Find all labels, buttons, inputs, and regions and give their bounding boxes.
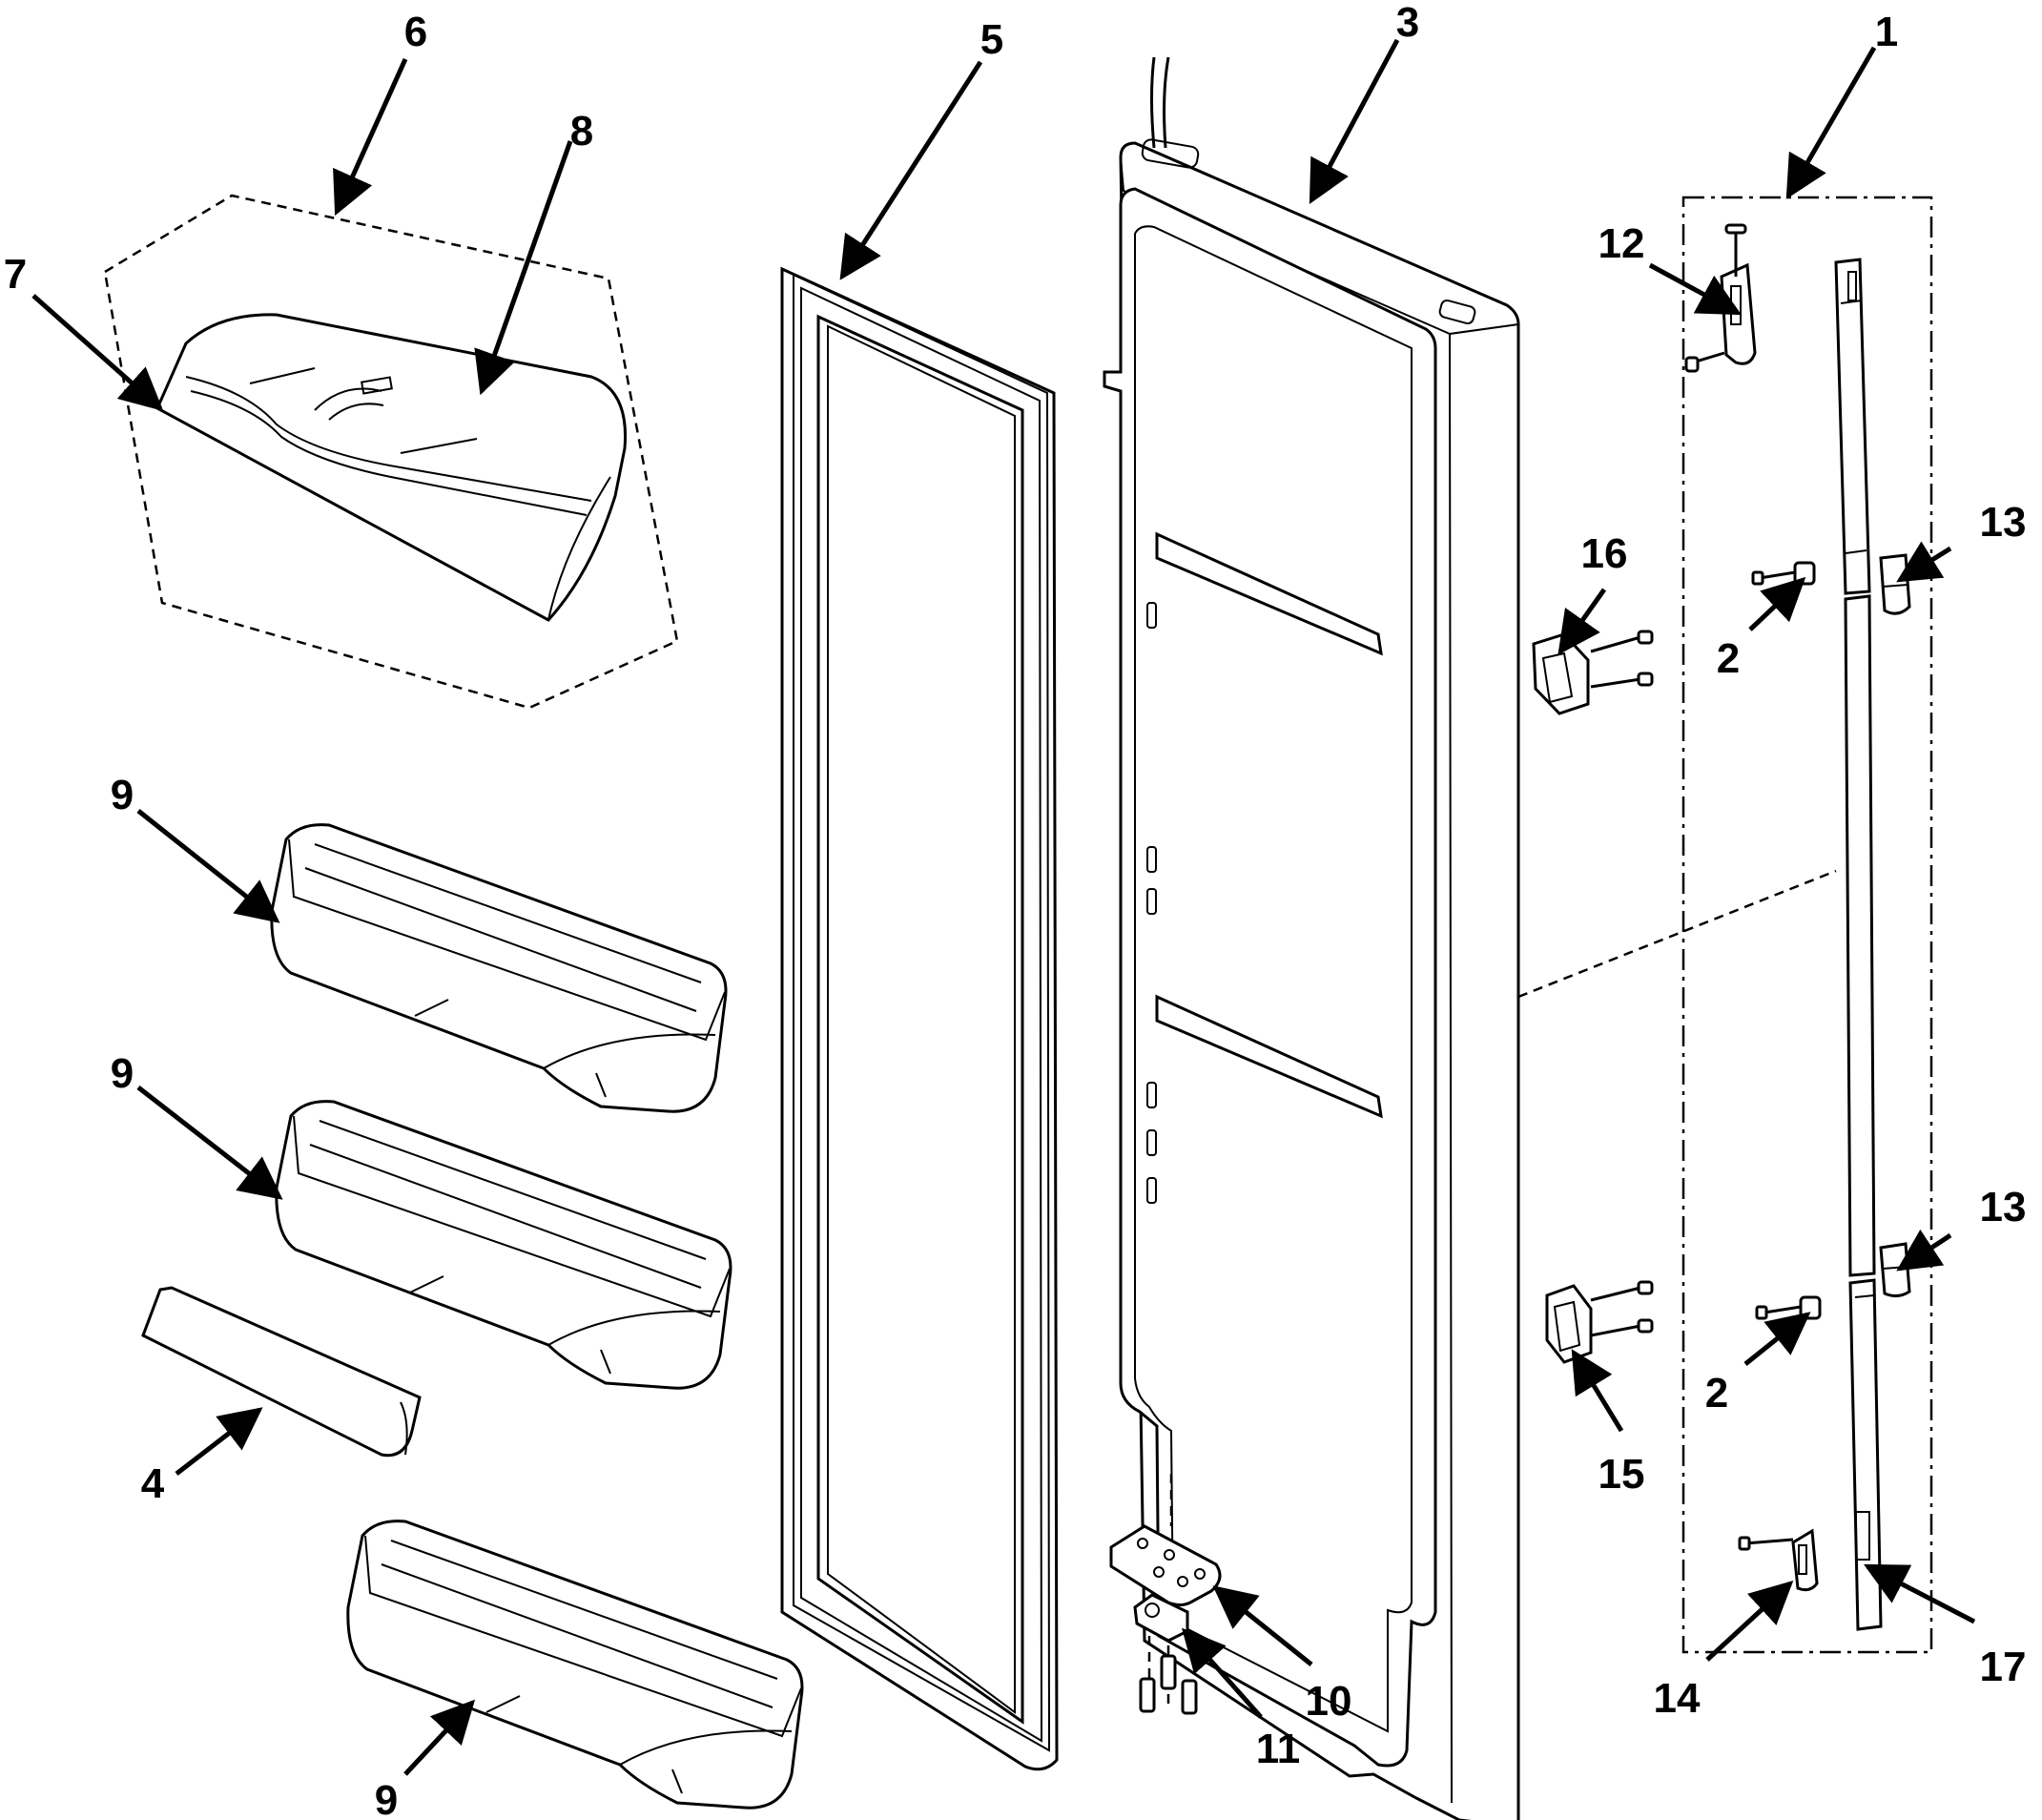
door-handle: [1834, 258, 1883, 1631]
handle-door-bracket-lower: [1545, 1280, 1654, 1364]
callout-2-lower: 2: [1705, 1370, 1728, 1417]
door-basket-cover: [155, 313, 628, 622]
door-guard-middle: [275, 1100, 732, 1390]
handle-end-cap-upper: [1879, 553, 1911, 615]
leader-lines: [31, 38, 1976, 1776]
hinge-screws: [1139, 1474, 1198, 1715]
callout-9-upper: 9: [111, 772, 134, 818]
door-guard-lower: [346, 1520, 804, 1810]
callout-8: 8: [570, 108, 593, 155]
callout-6: 6: [404, 9, 427, 55]
door-basket-cover-group-outline: [103, 194, 679, 710]
door-gasket: [780, 266, 1059, 1771]
handle-bottom-cap: [1738, 1528, 1819, 1592]
callout-11: 11: [1256, 1726, 1301, 1772]
handle-door-bracket-upper: [1532, 630, 1654, 715]
handle-assembly-outline: [1681, 196, 1933, 1654]
handle-clip-upper: [1751, 561, 1816, 586]
callout-14: 14: [1654, 1675, 1701, 1722]
callout-9-lower: 9: [375, 1777, 398, 1820]
callout-1: 1: [1875, 9, 1898, 55]
callout-13-lower: 13: [1980, 1184, 2027, 1231]
callout-13-upper: 13: [1980, 499, 2027, 546]
callout-16: 16: [1581, 530, 1628, 577]
callout-17: 17: [1980, 1644, 2027, 1690]
callout-9-middle: 9: [111, 1050, 134, 1097]
callout-5: 5: [980, 16, 1003, 63]
callout-3: 3: [1396, 0, 1419, 46]
handle-top-cap: [1684, 223, 1757, 373]
callout-4: 4: [141, 1460, 165, 1507]
door-to-handle-leader: [1517, 869, 1837, 999]
door-guard-upper: [270, 823, 728, 1113]
callout-15: 15: [1599, 1451, 1645, 1498]
callout-7: 7: [4, 251, 27, 298]
callout-2-upper: 2: [1717, 635, 1740, 682]
callout-10: 10: [1306, 1678, 1352, 1725]
trim-cover: [141, 1286, 422, 1458]
handle-end-cap-lower: [1879, 1242, 1911, 1298]
handle-clip-lower: [1755, 1295, 1822, 1320]
refrigerator-door: [1103, 56, 1520, 1820]
callout-12: 12: [1599, 220, 1645, 267]
